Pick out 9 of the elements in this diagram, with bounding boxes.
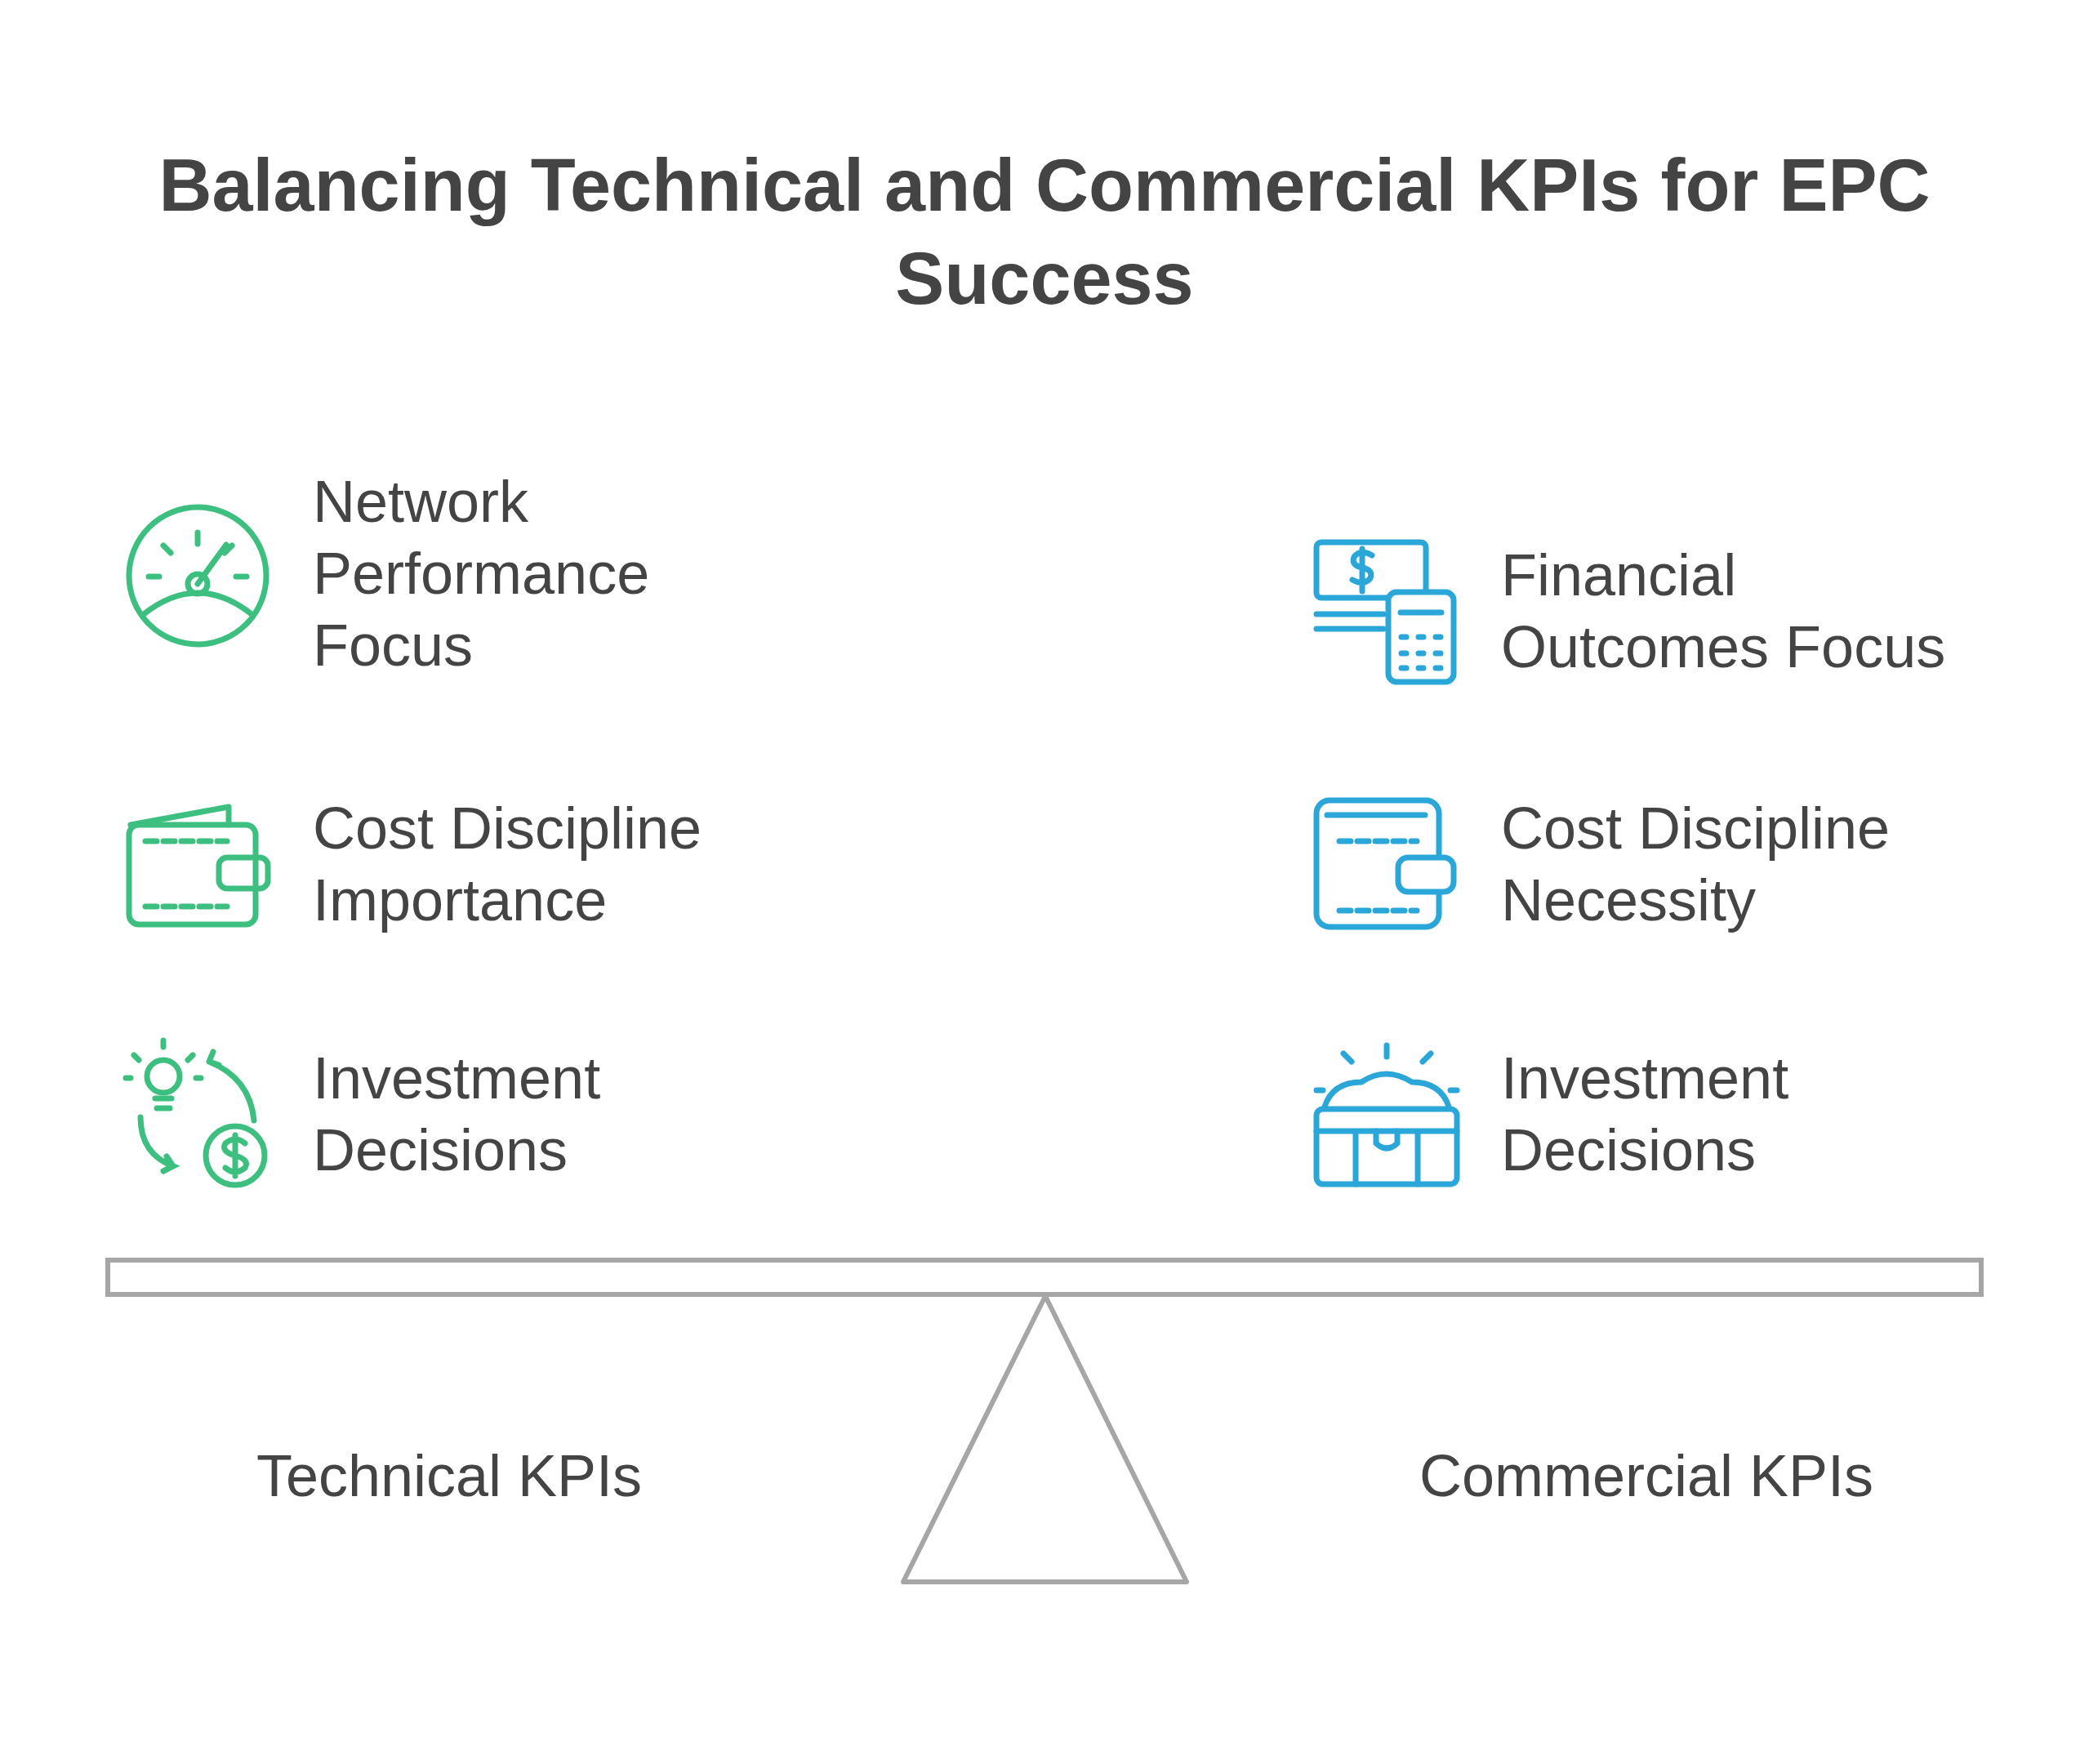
- diagram-title: Balancing Technical and Commercial KPIs for EPC Success: [158, 144, 1931, 321]
- item-label: Financial Outcomes Focus: [1501, 541, 1947, 681]
- item-label: Investment Decisions: [1501, 1045, 1790, 1184]
- item-label: Investment Decisions: [313, 1045, 602, 1184]
- item-label: Network Performance Focus: [313, 468, 651, 679]
- item-label: Cost Discipline Importance: [313, 795, 703, 934]
- scale-side-label: Technical KPIs: [255, 1442, 644, 1510]
- scale-side-label: Commercial KPIs: [1418, 1442, 1875, 1510]
- item-label: Cost Discipline Necessity: [1501, 795, 1891, 934]
